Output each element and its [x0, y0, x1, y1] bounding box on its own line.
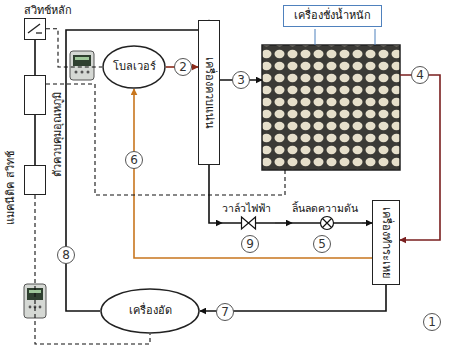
callout-number: 7: [216, 303, 234, 321]
expansion-valve: ลิ้นลดความดัน: [292, 201, 362, 231]
flow-line: [362, 222, 372, 224]
callout-number: 1: [423, 313, 441, 331]
flow-line: [275, 222, 292, 224]
valve-cross: [323, 219, 332, 228]
condenser: เครื่องควบแน่น: [198, 20, 220, 165]
flow-line: [66, 20, 209, 311]
solenoid-valve: วาล์วไฟฟ้า: [222, 201, 275, 231]
compressor: เครื่องอัด: [100, 288, 200, 334]
blower: โบลเวอร์: [102, 45, 166, 89]
callout-number: 9: [241, 235, 259, 253]
callout-number: 6: [125, 151, 143, 169]
callout-number: 8: [57, 246, 75, 264]
node-label: เครื่องทำระเหย: [379, 207, 392, 278]
ellipse-content: โบลเวอร์: [102, 45, 166, 89]
node-label: โบลเวอร์: [113, 60, 156, 74]
drying-chamber-photo: [262, 45, 400, 170]
flow-line: [400, 75, 440, 240]
scale-leader: [375, 29, 376, 45]
valve-circle: [321, 217, 334, 230]
switch-lever: [28, 24, 40, 33]
scale-leader: [315, 29, 316, 45]
callout-number: 3: [232, 71, 250, 89]
switch-symbol: [25, 19, 44, 38]
control-wire: [46, 29, 102, 67]
main-switch: สวิทช์หลัก: [24, 4, 72, 40]
flow-line: [34, 115, 36, 165]
node-label: เครื่องควบแน่น: [202, 57, 215, 129]
power-meter: [70, 51, 94, 80]
node-label: ตัวควบคุมอุณหภูมิ: [51, 92, 64, 177]
temperature-controller: ตัวควบคุมอุณหภูมิ: [24, 75, 46, 115]
flow-line: [209, 165, 222, 223]
ellipse-content: เครื่องอัด: [100, 288, 200, 334]
node-label: ลิ้นลดความดัน: [292, 201, 362, 215]
flow-line: [134, 89, 372, 258]
node-label: เครื่องอัด: [129, 304, 172, 318]
switch-contact: [36, 32, 42, 33]
drying-chamber: เครื่องชั่งน้ำหนัก: [262, 5, 400, 170]
ellipse-shape: [101, 289, 199, 333]
node-label: สวิทช์หลัก: [24, 4, 72, 18]
solenoid-bowtie: [242, 217, 256, 229]
magnetic-switch: แมคนีติค สวิทช์: [24, 165, 46, 195]
node-label: แมคนีติค สวิทช์: [4, 151, 17, 225]
switch-box: [24, 18, 46, 40]
node-label: เครื่องชั่งน้ำหนัก: [283, 5, 382, 27]
callout-number: 2: [174, 58, 192, 76]
ellipse-shape: [103, 46, 165, 88]
flow-line: [34, 40, 36, 75]
evaporator: เครื่องทำระเหย: [372, 200, 400, 285]
control-wire: [46, 84, 285, 195]
callout-number: 5: [313, 235, 331, 253]
callout-number: 4: [411, 66, 429, 84]
node-label: วาล์วไฟฟ้า: [222, 201, 275, 215]
valve-symbol: [292, 215, 362, 231]
valve-symbol: [222, 215, 275, 231]
